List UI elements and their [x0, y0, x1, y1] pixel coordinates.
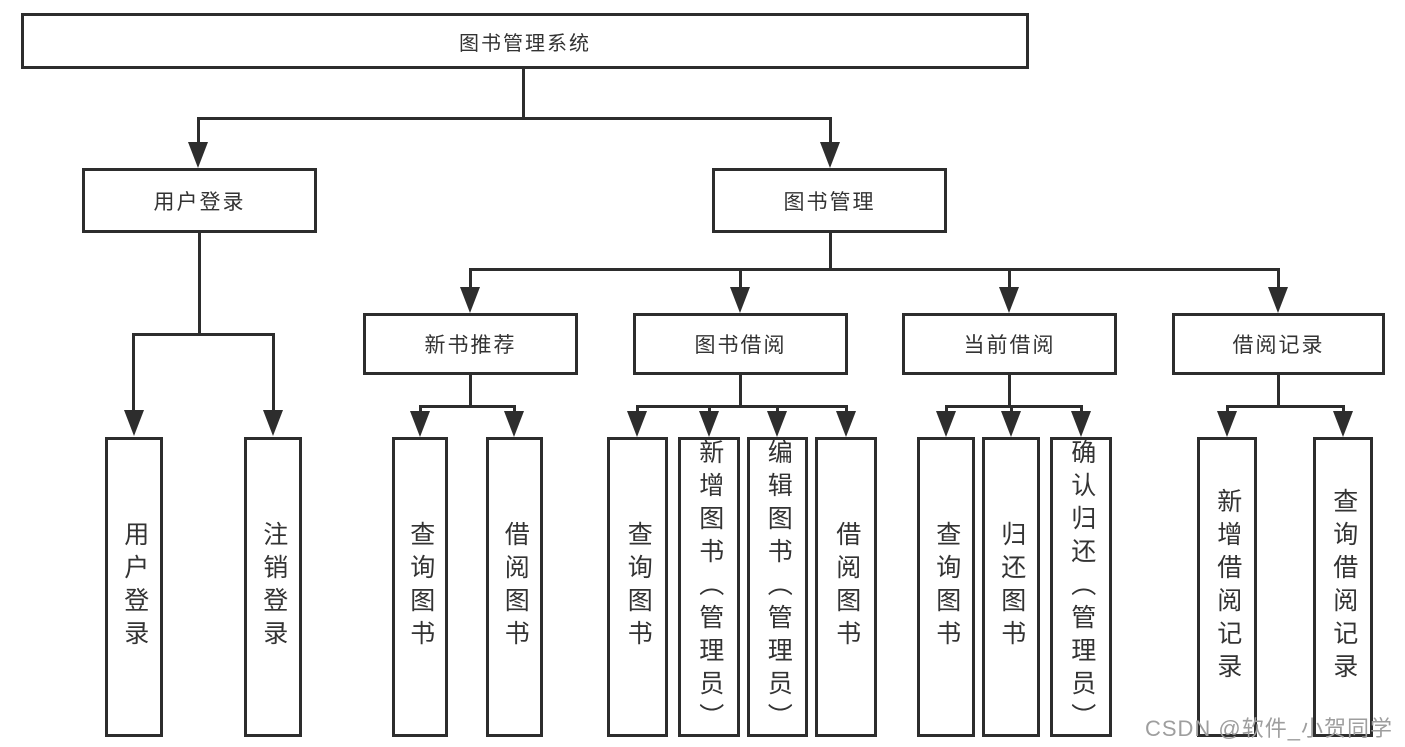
leaf-records-add-record: 新增借阅记录	[1197, 437, 1257, 737]
node-borrowing-records-label: 借阅记录	[1232, 334, 1325, 357]
connector-line-v	[469, 268, 472, 290]
arrow-head	[820, 142, 840, 168]
connector-line-v	[1008, 268, 1011, 290]
node-new-book-recommend: 新书推荐	[363, 313, 578, 375]
connector-line-h	[132, 333, 275, 336]
leaf-borrowing-add-book-admin-label: 新增图书（管理员）	[695, 438, 724, 736]
leaf-user-login: 用户登录	[105, 437, 163, 737]
connector-line-v	[469, 375, 472, 408]
leaf-current-return-books-label: 归还图书	[997, 521, 1026, 653]
leaf-records-add-record-label: 新增借阅记录	[1213, 488, 1242, 686]
leaf-current-return-books: 归还图书	[982, 437, 1040, 737]
leaf-records-query-record-label: 查询借阅记录	[1329, 488, 1358, 686]
connector-line-h	[419, 405, 516, 408]
node-user-login-label: 用户登录	[153, 190, 246, 214]
leaf-newbooks-borrow-books-label: 借阅图书	[501, 521, 530, 653]
connector-line-v	[272, 333, 275, 412]
leaf-logout: 注销登录	[244, 437, 302, 737]
connector-line-v	[522, 69, 525, 120]
connector-line-v	[708, 405, 711, 413]
leaf-borrowing-borrow-books-label: 借阅图书	[832, 521, 861, 653]
connector-line-h	[636, 405, 848, 408]
arrow-head	[767, 411, 787, 437]
csdn-watermark: CSDN @软件_小贺同学	[1144, 716, 1393, 741]
leaf-borrowing-borrow-books: 借阅图书	[815, 437, 877, 737]
connector-line-v	[945, 405, 948, 413]
connector-line-v	[419, 405, 422, 413]
arrow-head	[504, 411, 524, 437]
node-book-borrowing: 图书借阅	[633, 313, 848, 375]
node-root-label: 图书管理系统	[459, 32, 591, 55]
leaf-current-query-books: 查询图书	[917, 437, 975, 737]
connector-line-v	[513, 405, 516, 413]
node-book-management: 图书管理	[712, 168, 947, 233]
arrow-head	[263, 410, 283, 436]
arrow-head	[1268, 287, 1288, 313]
leaf-records-query-record: 查询借阅记录	[1313, 437, 1373, 737]
leaf-user-login-label: 用户登录	[120, 521, 149, 653]
connector-line-h	[197, 117, 832, 120]
node-book-management-label: 图书管理	[783, 190, 876, 214]
node-borrowing-records: 借阅记录	[1172, 313, 1385, 375]
arrow-head	[124, 410, 144, 436]
connector-line-v	[1226, 405, 1229, 413]
connector-line-v	[739, 268, 742, 290]
arrow-head	[460, 287, 480, 313]
arrow-head	[1217, 411, 1237, 437]
leaf-borrowing-add-book-admin: 新增图书（管理员）	[678, 437, 740, 737]
connector-line-v	[829, 233, 832, 271]
leaf-borrowing-query-books-label: 查询图书	[624, 521, 653, 653]
arrow-head	[627, 411, 647, 437]
arrow-head	[936, 411, 956, 437]
connector-line-v	[1342, 405, 1345, 413]
connector-line-v	[1010, 405, 1013, 413]
arrow-head	[410, 411, 430, 437]
arrow-head	[730, 287, 750, 313]
arrow-head	[1333, 411, 1353, 437]
node-new-book-recommend-label: 新书推荐	[424, 334, 517, 357]
connector-line-v	[739, 375, 742, 408]
connector-line-v	[636, 405, 639, 413]
connector-line-v	[197, 117, 200, 144]
connector-line-v	[829, 117, 832, 144]
leaf-newbooks-query-books: 查询图书	[392, 437, 448, 737]
connector-line-v	[1080, 405, 1083, 413]
leaf-current-confirm-return-admin: 确认归还（管理员）	[1050, 437, 1112, 737]
connector-line-v	[132, 333, 135, 412]
node-current-borrowing: 当前借阅	[902, 313, 1117, 375]
arrow-head	[1071, 411, 1091, 437]
arrow-head	[999, 287, 1019, 313]
arrow-head	[699, 411, 719, 437]
arrow-head	[188, 142, 208, 168]
node-current-borrowing-label: 当前借阅	[963, 334, 1056, 357]
connector-line-v	[845, 405, 848, 413]
connector-line-v	[1008, 375, 1011, 408]
leaf-borrowing-edit-book-admin: 编辑图书（管理员）	[747, 437, 808, 737]
leaf-newbooks-borrow-books: 借阅图书	[486, 437, 543, 737]
connector-line-v	[198, 233, 201, 336]
node-user-login: 用户登录	[82, 168, 317, 233]
connector-line-v	[1277, 268, 1280, 290]
connector-line-v	[1277, 375, 1280, 408]
connector-line-h	[469, 268, 1280, 271]
leaf-newbooks-query-books-label: 查询图书	[406, 521, 435, 653]
arrow-head	[836, 411, 856, 437]
node-root: 图书管理系统	[21, 13, 1029, 69]
node-book-borrowing-label: 图书借阅	[694, 334, 787, 357]
leaf-current-query-books-label: 查询图书	[932, 521, 961, 653]
leaf-borrowing-query-books: 查询图书	[607, 437, 668, 737]
arrow-head	[1001, 411, 1021, 437]
connector-line-h	[945, 405, 1083, 408]
leaf-logout-label: 注销登录	[259, 521, 288, 653]
connector-line-h	[1226, 405, 1345, 408]
leaf-borrowing-edit-book-admin-label: 编辑图书（管理员）	[764, 438, 793, 736]
leaf-current-confirm-return-admin-label: 确认归还（管理员）	[1067, 438, 1096, 736]
connector-line-v	[776, 405, 779, 413]
